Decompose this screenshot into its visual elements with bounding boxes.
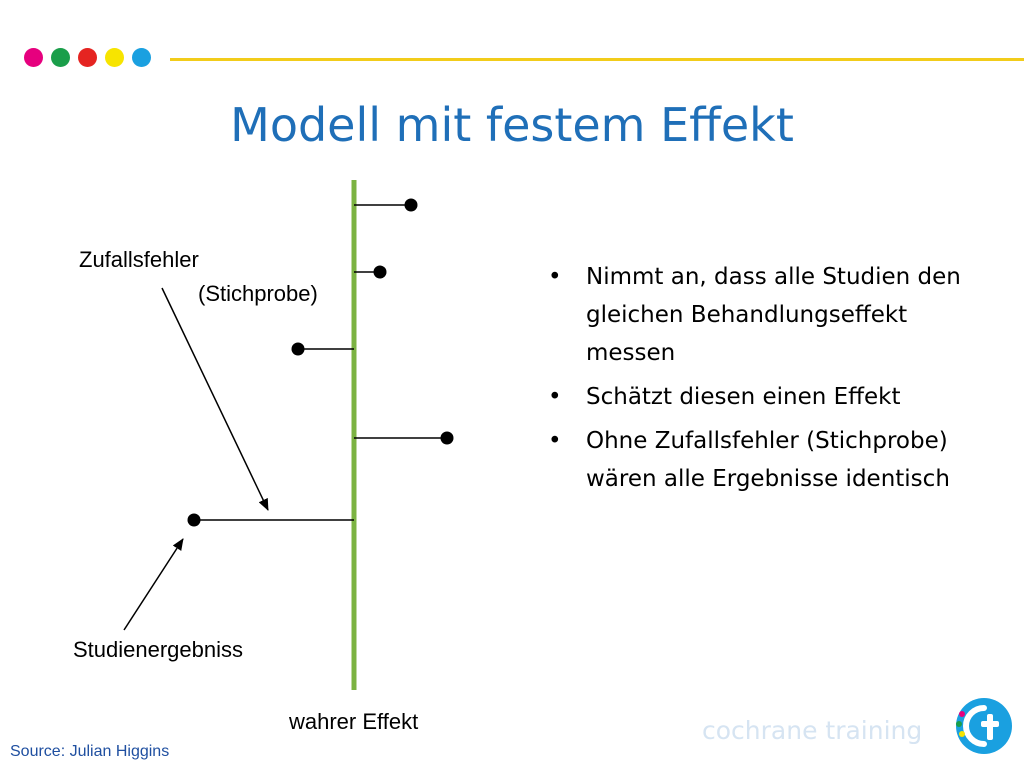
dot-blue — [132, 48, 151, 67]
dot-red — [78, 48, 97, 67]
random-error-arrow — [161, 287, 269, 511]
study-4-dot — [440, 431, 454, 445]
brand-text: cochrane training — [702, 716, 923, 745]
random-error-sample-label: (Stichprobe) — [198, 281, 318, 306]
random-error-label: Zufallsfehler — [79, 247, 199, 272]
study-result-label: Studienergebniss — [73, 637, 244, 662]
study-2-dot — [373, 265, 387, 279]
bullet-item: Nimmt an, dass alle Studien den gleichen… — [548, 258, 988, 372]
source-credit: Source: Julian Higgins — [10, 743, 170, 760]
study-1-dot — [404, 198, 418, 212]
slide-title: Modell mit festem Effekt — [230, 98, 794, 152]
study-result-arrow — [123, 538, 184, 631]
bullet-item: Schätzt diesen einen Effekt — [548, 378, 988, 416]
cochrane-training-logo-icon — [956, 698, 1012, 754]
dot-green — [51, 48, 70, 67]
header-accent-line — [170, 58, 1024, 61]
dot-yellow — [105, 48, 124, 67]
study-5-dot — [187, 513, 201, 527]
true-effect-label: wahrer Effekt — [289, 709, 419, 734]
bullet-list: Nimmt an, dass alle Studien den gleichen… — [548, 258, 988, 504]
bullet-item: Ohne Zufallsfehler (Stichprobe) wären al… — [548, 422, 988, 498]
dot-magenta — [24, 48, 43, 67]
study-3-dot — [291, 342, 305, 356]
